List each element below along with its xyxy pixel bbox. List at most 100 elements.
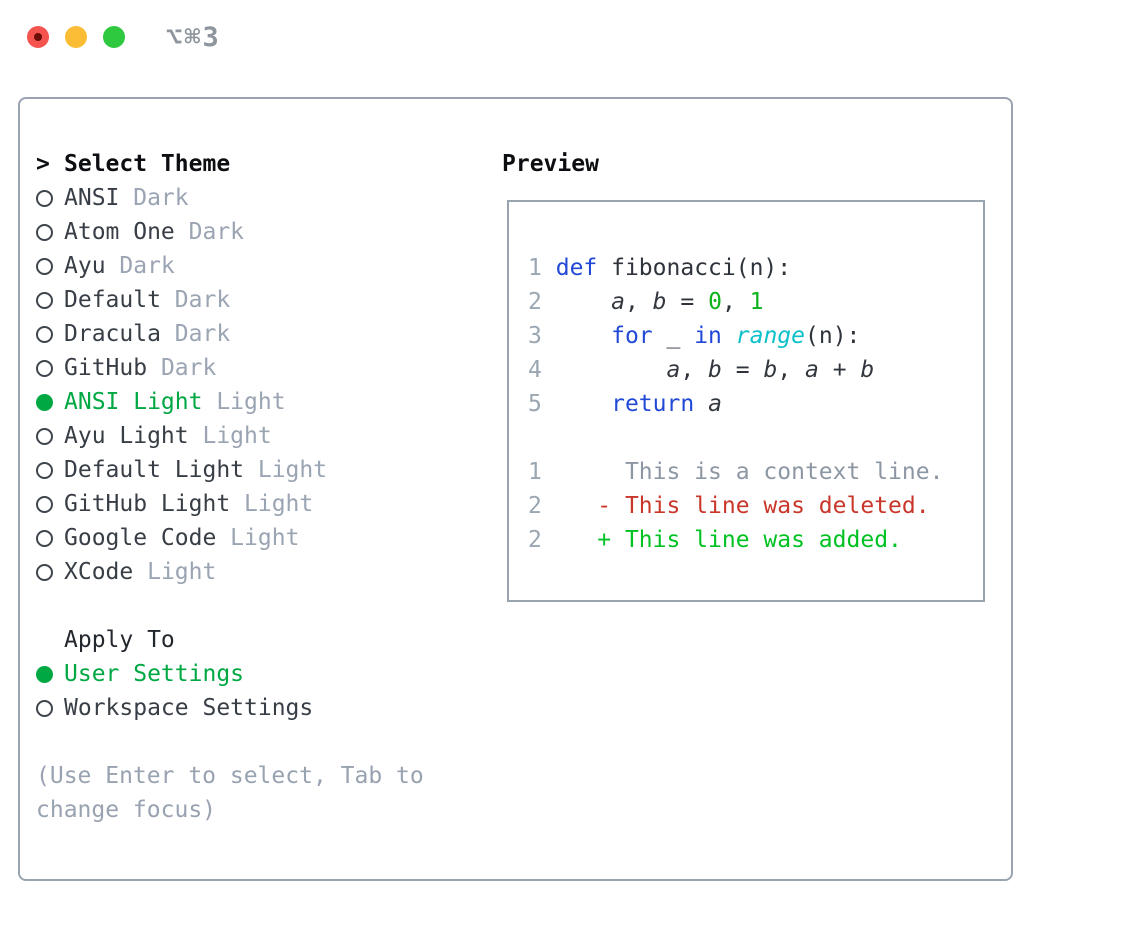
code-token: a (708, 391, 722, 417)
radio-icon (36, 495, 53, 513)
gap (36, 725, 486, 759)
theme-option[interactable]: Google Code Light (36, 521, 486, 555)
theme-variant: Dark (160, 321, 231, 347)
code-token (542, 493, 597, 519)
code-token: b (860, 357, 875, 383)
code-token: 2 (528, 527, 542, 553)
theme-variant: Dark (119, 185, 189, 211)
code-block: 1 def fibonacci(n): 2 a, b = 0, 1 3 for … (509, 202, 983, 557)
theme-name: Atom One (64, 219, 175, 245)
theme-list: ANSI Dark Atom One Dark Ayu Dark Default… (36, 181, 486, 589)
code-token: return (611, 391, 695, 417)
radio-icon (36, 359, 53, 377)
radio-icon (36, 223, 53, 241)
code-token (542, 527, 597, 553)
theme-variant: Light (188, 423, 272, 449)
code-token: , (680, 357, 709, 383)
settings-column: > Select Theme ANSI Dark Atom One Dark A… (36, 147, 486, 827)
apply-to-list: User Settings Workspace Settings (36, 657, 486, 725)
code-token: b (763, 357, 778, 383)
theme-option[interactable]: XCode Light (36, 555, 486, 589)
theme-name: Default Light (64, 457, 245, 483)
code-token (542, 255, 556, 281)
theme-name: GitHub (64, 355, 148, 381)
theme-option[interactable]: Atom One Dark (36, 215, 486, 249)
code-token: = (721, 357, 764, 383)
theme-option[interactable]: Ayu Dark (36, 249, 486, 283)
code-token: 5 (528, 391, 542, 417)
select-theme-header: > Select Theme (36, 147, 486, 181)
radio-icon (36, 393, 53, 411)
theme-option[interactable]: ANSI Dark (36, 181, 486, 215)
theme-option[interactable]: Default Dark (36, 283, 486, 317)
code-token: 1 (528, 255, 542, 281)
theme-option[interactable]: ANSI Light Light (36, 385, 486, 419)
code-token: a (666, 357, 681, 383)
zoom-button[interactable] (103, 26, 125, 48)
code-token: a (611, 289, 625, 315)
apply-to-option[interactable]: User Settings (36, 657, 486, 691)
preview-box: 1 def fibonacci(n): 2 a, b = 0, 1 3 for … (507, 200, 985, 602)
code-token (542, 289, 611, 315)
minimize-button[interactable] (65, 26, 87, 48)
code-token: in (694, 323, 722, 349)
theme-name: GitHub Light (64, 491, 231, 517)
code-token: This is a context line. (541, 459, 944, 485)
code-token (542, 391, 611, 417)
radio-icon (36, 461, 53, 479)
code-token: range (735, 323, 806, 349)
code-token: 4 (528, 357, 542, 383)
radio-icon (36, 563, 53, 581)
select-theme-title: Select Theme (64, 151, 231, 177)
theme-picker-panel: > Select Theme ANSI Dark Atom One Dark A… (18, 97, 1013, 881)
title-bar: ⌥⌘3 (0, 0, 1140, 72)
theme-name: Ayu (64, 253, 106, 279)
code-token: - This line was deleted. (597, 493, 930, 519)
theme-option[interactable]: Dracula Dark (36, 317, 486, 351)
theme-variant: Dark (160, 287, 231, 313)
code-line: 2 a, b = 0, 1 (528, 289, 764, 315)
theme-name: ANSI Light (64, 389, 203, 415)
code-token: , (721, 289, 750, 315)
code-token (694, 391, 708, 417)
radio-icon (36, 189, 53, 207)
theme-variant: Light (202, 389, 286, 415)
code-token: , (777, 357, 806, 383)
window-title: ⌥⌘3 (166, 22, 221, 53)
theme-variant: Light (244, 457, 328, 483)
theme-name: Ayu Light (64, 423, 189, 449)
code-token: def (555, 255, 598, 281)
code-token: b (652, 289, 667, 315)
code-token: (n): (805, 323, 861, 349)
theme-name: Default (64, 287, 161, 313)
theme-option[interactable]: GitHub Light Light (36, 487, 486, 521)
code-token: b (708, 357, 722, 383)
code-line: 4 a, b = b, a + b (528, 357, 874, 383)
code-token: + This line was added. (597, 527, 902, 553)
code-token: for (611, 323, 653, 349)
code-line: 3 for _ in range(n): (528, 323, 860, 349)
theme-option[interactable]: Default Light Light (36, 453, 486, 487)
keyboard-hint-text: (Use Enter to select, Tab to change focu… (36, 763, 424, 823)
apply-to-option[interactable]: Workspace Settings (36, 691, 486, 725)
theme-name: Dracula (64, 321, 161, 347)
code-token: fibonacci(n): (597, 255, 792, 281)
code-line: 2 + This line was added. (528, 527, 902, 553)
close-button[interactable] (27, 26, 49, 48)
gap (36, 589, 486, 623)
code-token (542, 323, 611, 349)
theme-name: ANSI (64, 185, 120, 211)
code-token (722, 323, 736, 349)
radio-icon (36, 529, 53, 547)
apply-to-label: Workspace Settings (64, 695, 314, 721)
theme-variant: Light (133, 559, 217, 585)
focus-caret-icon: > (36, 151, 50, 177)
theme-name: Google Code (64, 525, 217, 551)
theme-variant: Light (216, 525, 300, 551)
theme-option[interactable]: GitHub Dark (36, 351, 486, 385)
code-token: 2 (528, 493, 542, 519)
code-token: 3 (528, 323, 542, 349)
radio-icon (36, 427, 53, 445)
theme-option[interactable]: Ayu Light Light (36, 419, 486, 453)
